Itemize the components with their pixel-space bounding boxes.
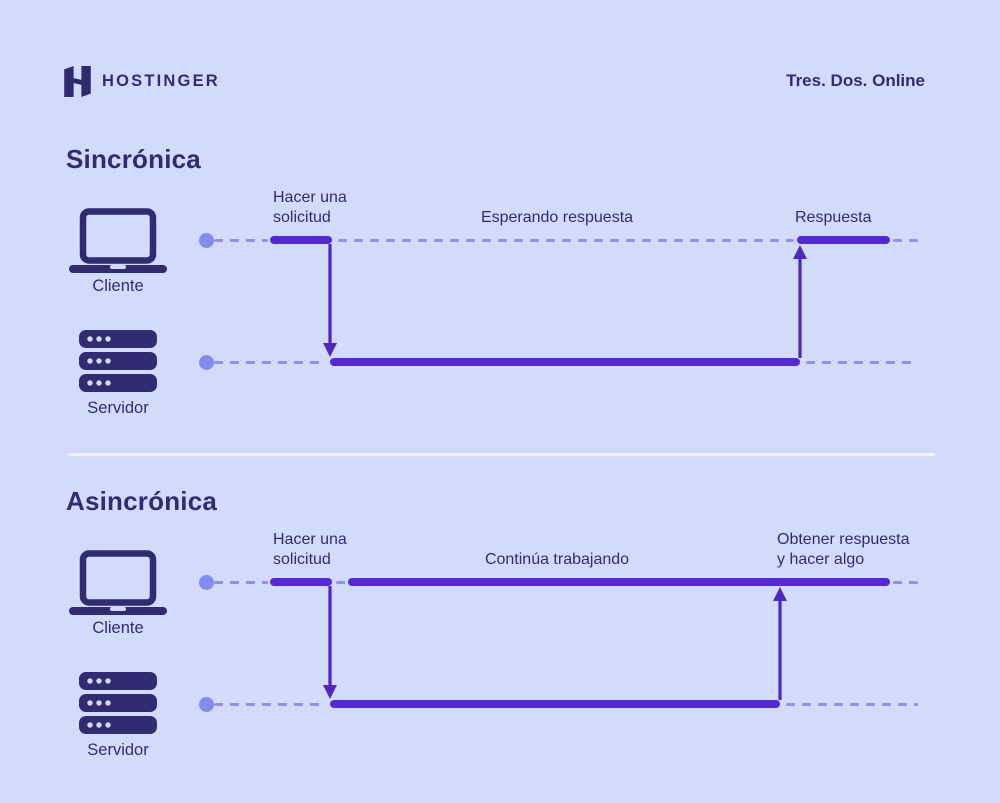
timeline-response-segment (797, 236, 890, 244)
arrow-down-icon (323, 244, 337, 357)
annotation-response-line1: Obtener respuesta (777, 531, 910, 548)
annotation-request: Hacer una solicitud (273, 188, 347, 228)
timeline-request-segment (270, 236, 332, 244)
annotation-response: Obtener respuesta y hacer algo (777, 530, 910, 570)
server-label: Servidor (87, 399, 149, 417)
timeline-dash (214, 361, 326, 364)
timeline-dot (199, 575, 214, 590)
timeline-dash (786, 703, 918, 706)
timeline-dot (199, 355, 214, 370)
hostinger-logo-icon (64, 65, 91, 97)
annotation-middle: Continúa trabajando (484, 551, 630, 568)
client-label: Cliente (92, 277, 144, 295)
server-icon (79, 672, 157, 734)
timeline-dash (893, 581, 918, 584)
timeline-dash (893, 239, 918, 242)
server-device: Servidor (58, 672, 178, 760)
annotation-response-line2: y hacer algo (777, 551, 865, 568)
brand: HOSTINGER (64, 65, 220, 97)
tagline: Tres. Dos. Online (786, 71, 925, 90)
annotation-middle: Esperando respuesta (480, 209, 634, 226)
arrow-up-icon (793, 245, 807, 358)
server-label: Servidor (87, 741, 149, 759)
section-divider (68, 453, 935, 456)
timeline-processing-segment (330, 700, 780, 708)
arrow-down-icon (323, 586, 337, 699)
brand-name: HOSTINGER (102, 71, 220, 90)
arrow-up-icon (773, 587, 787, 700)
client-label: Cliente (92, 619, 144, 637)
server-device: Servidor (58, 330, 178, 418)
laptop-icon (69, 550, 167, 615)
timeline-dot (199, 697, 214, 712)
section-title: Asincrónica (66, 486, 218, 516)
header: HOSTINGER Tres. Dos. Online (64, 62, 925, 100)
timeline-dash (336, 581, 346, 584)
timeline-dot (199, 233, 214, 248)
annotation-request-line1: Hacer una (273, 531, 347, 548)
section-title: Sincrónica (66, 144, 201, 174)
timeline-dash (338, 239, 794, 242)
annotation-request: Hacer una solicitud (273, 530, 347, 570)
timeline-processing-segment (330, 358, 800, 366)
timeline-dash (806, 361, 918, 364)
annotation-request-line2: solicitud (273, 551, 331, 568)
section-asynchronous: Asincrónica Cliente (0, 472, 1000, 802)
timeline-dash (214, 581, 268, 584)
laptop-icon (69, 208, 167, 273)
client-device: Cliente (58, 550, 178, 638)
section-synchronous: Sincrónica Cliente (0, 130, 1000, 460)
annotation-response: Respuesta (795, 209, 872, 226)
timeline-dash (214, 239, 268, 242)
timeline-working-segment (348, 578, 890, 586)
annotation-request-line1: Hacer una (273, 189, 347, 206)
timeline-dash (214, 703, 326, 706)
annotation-request-line2: solicitud (273, 209, 331, 226)
client-device: Cliente (58, 208, 178, 296)
timeline-request-segment (270, 578, 332, 586)
server-icon (79, 330, 157, 392)
